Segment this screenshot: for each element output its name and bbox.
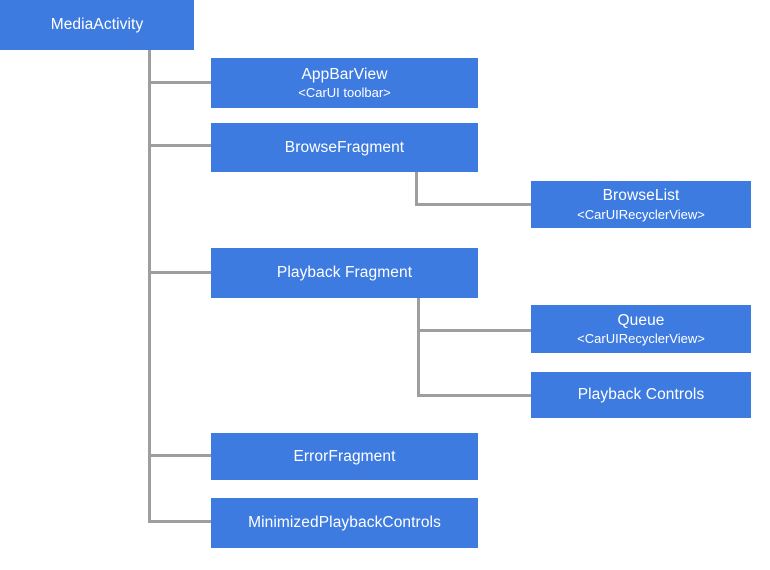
connector-playbackfragment-drop [417, 298, 420, 397]
node-playback-fragment-label: Playback Fragment [276, 264, 413, 282]
node-playback-controls: Playback Controls [531, 372, 751, 418]
connector-playbackfragment-to-queue [417, 329, 531, 332]
node-browse-fragment-label: BrowseFragment [284, 138, 405, 156]
connector-trunk [148, 50, 151, 523]
connector-media-to-appbarview [148, 81, 211, 84]
node-error-fragment: ErrorFragment [211, 433, 478, 480]
node-browse-list: BrowseList <CarUIRecyclerView> [531, 181, 751, 228]
connector-media-to-playbackfragment [148, 271, 211, 274]
node-app-bar-view: AppBarView <CarUI toolbar> [211, 58, 478, 108]
node-app-bar-view-sublabel: <CarUI toolbar> [298, 85, 391, 101]
node-error-fragment-label: ErrorFragment [293, 447, 396, 465]
node-minimized-playback-controls: MinimizedPlaybackControls [211, 498, 478, 548]
node-queue: Queue <CarUIRecyclerView> [531, 305, 751, 353]
node-browse-fragment: BrowseFragment [211, 123, 478, 172]
node-browse-list-sublabel: <CarUIRecyclerView> [577, 206, 705, 222]
connector-media-to-errorfragment [148, 454, 211, 457]
node-app-bar-view-label: AppBarView [301, 65, 388, 83]
node-queue-label: Queue [617, 311, 665, 329]
node-media-activity: MediaActivity [0, 0, 194, 50]
connector-media-to-minimizedplaybackcontrols [148, 520, 211, 523]
node-playback-fragment: Playback Fragment [211, 248, 478, 298]
node-playback-controls-label: Playback Controls [577, 386, 705, 404]
node-minimized-playback-controls-label: MinimizedPlaybackControls [248, 514, 441, 532]
connector-media-to-browsefragment [148, 144, 211, 147]
node-queue-sublabel: <CarUIRecyclerView> [577, 331, 705, 347]
connector-browsefragment-to-browselist [415, 203, 531, 206]
node-browse-list-label: BrowseList [602, 187, 680, 205]
connector-playbackfragment-to-playbackcontrols [417, 394, 531, 397]
connector-browsefragment-drop [415, 172, 418, 206]
node-media-activity-label: MediaActivity [50, 16, 144, 34]
